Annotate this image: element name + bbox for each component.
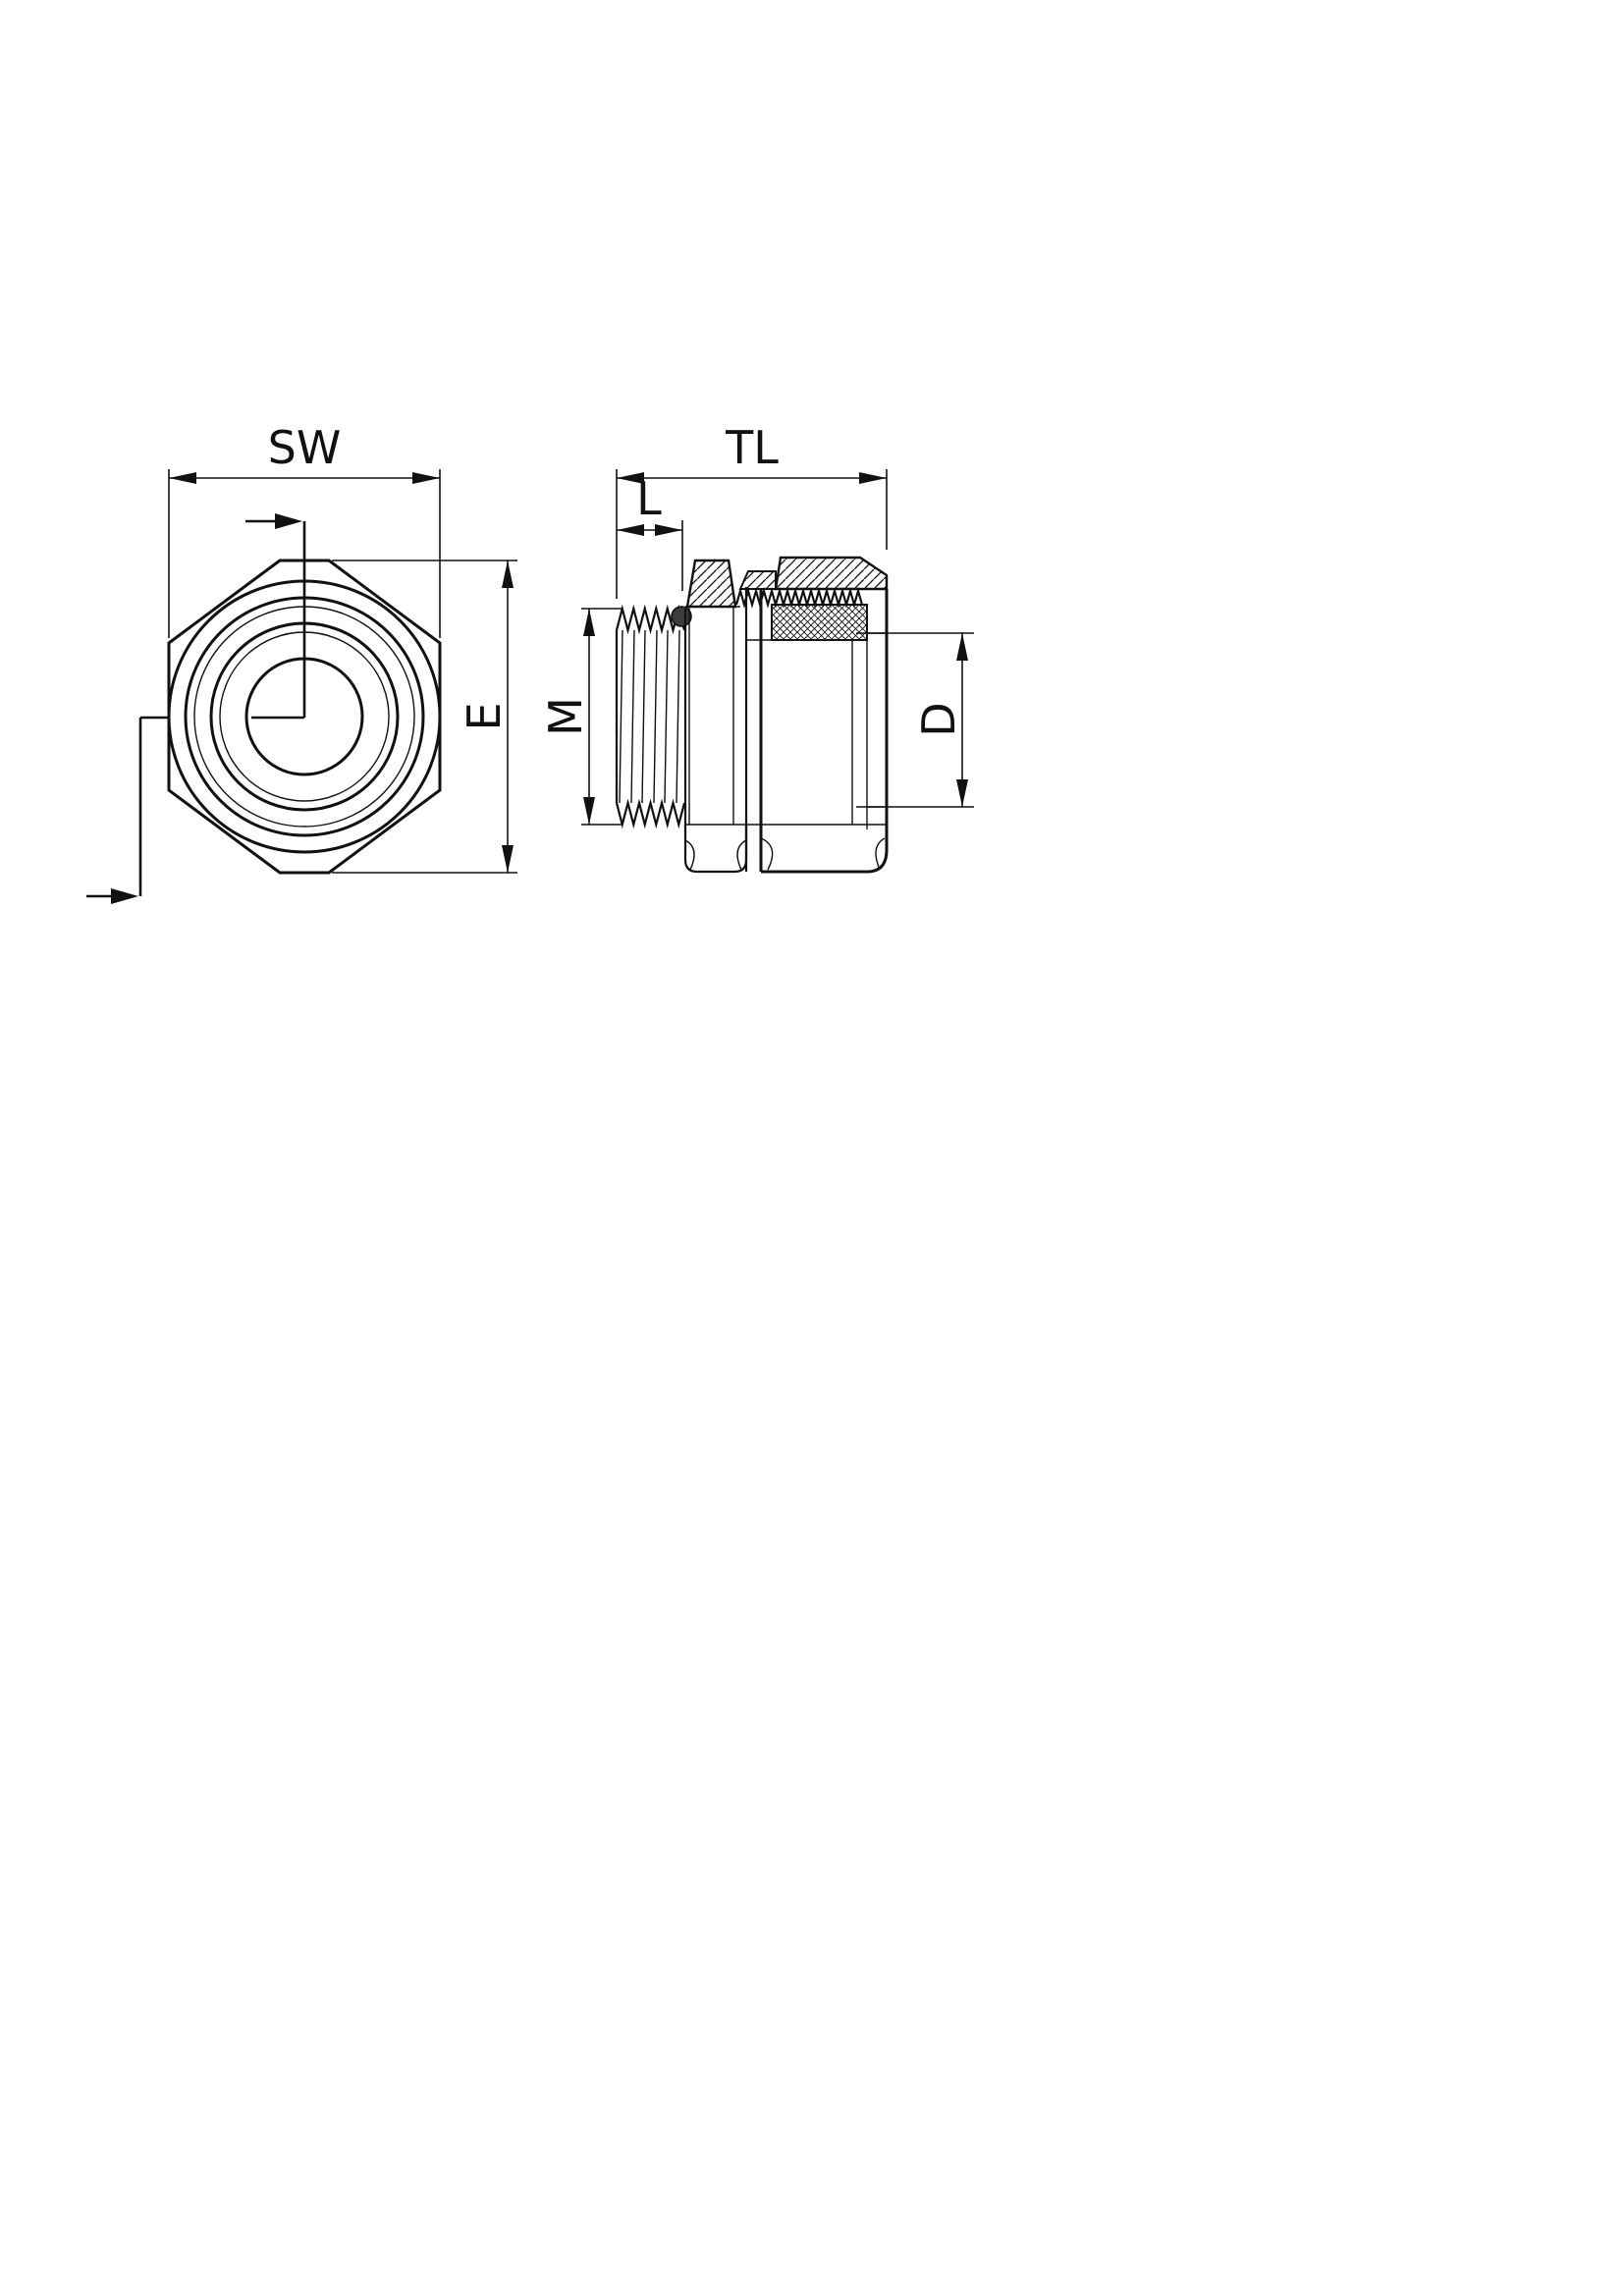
dim-m: M bbox=[539, 608, 623, 826]
dim-label-e: E bbox=[458, 702, 511, 730]
dim-e: E bbox=[332, 560, 517, 874]
bottom-outlines bbox=[683, 589, 889, 874]
dim-tl: TL bbox=[616, 421, 888, 599]
side-view: TL L M bbox=[539, 421, 974, 874]
ring-shoulder-section bbox=[738, 570, 777, 590]
o-ring bbox=[671, 606, 692, 627]
knurled-ring-edge bbox=[734, 586, 864, 610]
front-view: SW E bbox=[86, 421, 517, 904]
dim-label-tl: TL bbox=[725, 421, 779, 474]
dim-d: D bbox=[856, 632, 974, 808]
cap-section bbox=[774, 556, 889, 591]
dim-label-l: L bbox=[636, 472, 662, 525]
dim-label-sw: SW bbox=[268, 421, 342, 474]
dim-label-m: M bbox=[539, 697, 592, 736]
dim-label-d: D bbox=[912, 702, 965, 736]
dim-sw: SW bbox=[168, 421, 441, 638]
hex-body-outline bbox=[167, 559, 442, 875]
section-arrow-bottom-icon bbox=[111, 888, 138, 904]
gland-body-lines bbox=[683, 587, 887, 872]
dim-l: L bbox=[617, 472, 683, 591]
section-cut-line bbox=[86, 513, 306, 904]
external-thread bbox=[615, 604, 686, 829]
seal-insert-section bbox=[771, 604, 868, 641]
section-arrow-top-icon bbox=[275, 513, 302, 529]
hex-flange-section bbox=[685, 559, 737, 609]
